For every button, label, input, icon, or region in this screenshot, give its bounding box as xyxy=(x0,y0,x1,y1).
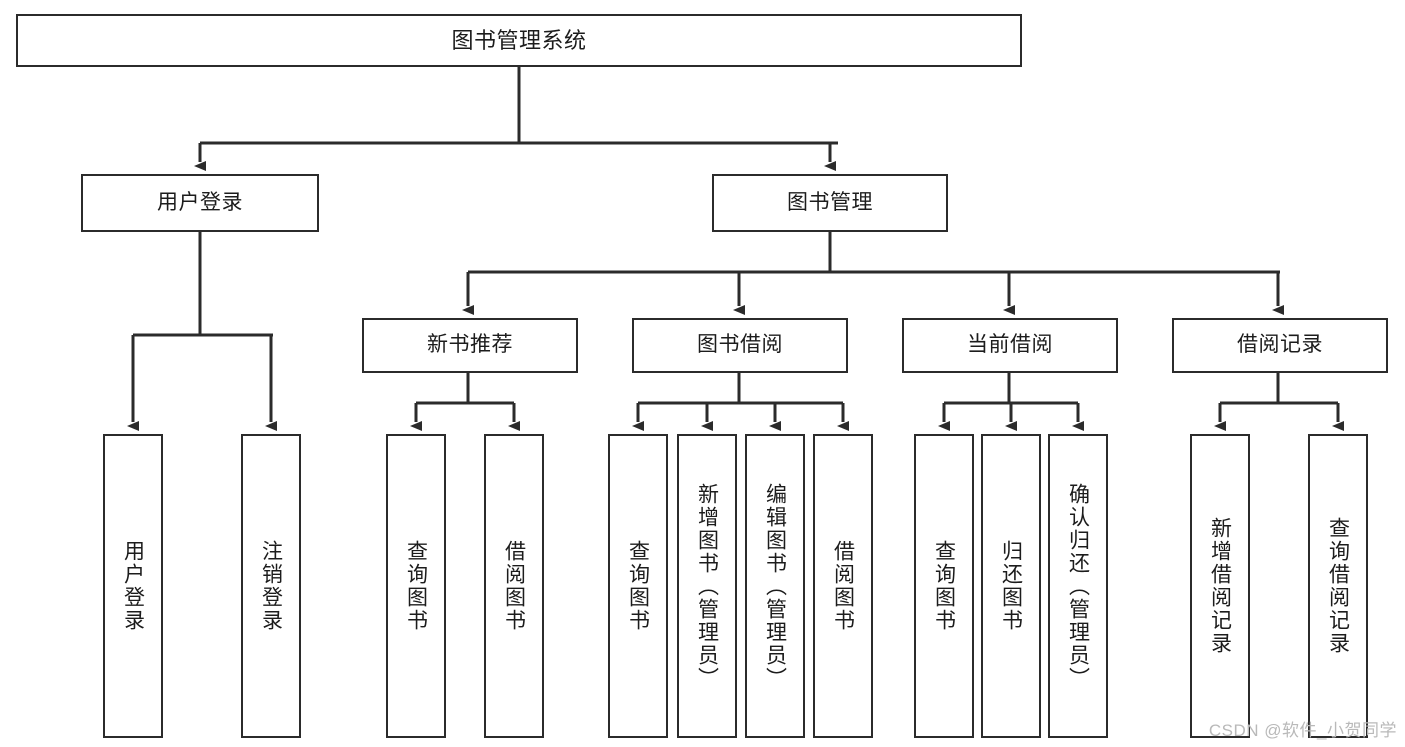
node-leaf-query-book-3[interactable]: 查询图书 xyxy=(914,434,974,738)
node-root-label: 图书管理系统 xyxy=(451,27,587,53)
node-leaf-add-book[interactable]: 新增图书（管理员） xyxy=(677,434,737,738)
node-leaf-edit-book-label: 编辑图书（管理员） xyxy=(763,482,787,690)
node-leaf-add-record-label: 新增借阅记录 xyxy=(1208,517,1232,655)
node-leaf-borrow-book-1[interactable]: 借阅图书 xyxy=(484,434,544,738)
node-user-login-label: 用户登录 xyxy=(157,190,243,214)
node-leaf-borrow-book-2-label: 借阅图书 xyxy=(831,540,855,632)
node-leaf-borrow-book-2[interactable]: 借阅图书 xyxy=(813,434,873,738)
node-leaf-query-book-2[interactable]: 查询图书 xyxy=(608,434,668,738)
node-leaf-borrow-book-1-label: 借阅图书 xyxy=(502,540,526,632)
node-root[interactable]: 图书管理系统 xyxy=(16,14,1022,67)
node-leaf-return-book-label: 归还图书 xyxy=(999,540,1023,632)
node-user-login[interactable]: 用户登录 xyxy=(81,174,319,232)
node-leaf-edit-book[interactable]: 编辑图书（管理员） xyxy=(745,434,805,738)
node-current-borrow[interactable]: 当前借阅 xyxy=(902,318,1118,373)
node-book-manage[interactable]: 图书管理 xyxy=(712,174,948,232)
node-leaf-add-book-label: 新增图书（管理员） xyxy=(695,482,719,690)
node-leaf-query-book-1[interactable]: 查询图书 xyxy=(386,434,446,738)
node-leaf-logout-login-label: 注销登录 xyxy=(259,540,283,632)
node-book-manage-label: 图书管理 xyxy=(787,190,873,214)
node-new-book-recommend-label: 新书推荐 xyxy=(427,333,513,357)
node-leaf-confirm-return-label: 确认归还（管理员） xyxy=(1066,482,1090,690)
node-current-borrow-label: 当前借阅 xyxy=(967,333,1053,357)
node-borrow-record-label: 借阅记录 xyxy=(1237,333,1323,357)
node-leaf-confirm-return[interactable]: 确认归还（管理员） xyxy=(1048,434,1108,738)
node-leaf-query-book-1-label: 查询图书 xyxy=(404,540,428,632)
node-leaf-return-book[interactable]: 归还图书 xyxy=(981,434,1041,738)
node-borrow-record[interactable]: 借阅记录 xyxy=(1172,318,1388,373)
node-leaf-user-login[interactable]: 用户登录 xyxy=(103,434,163,738)
node-book-borrow[interactable]: 图书借阅 xyxy=(632,318,848,373)
node-new-book-recommend[interactable]: 新书推荐 xyxy=(362,318,578,373)
node-leaf-query-book-3-label: 查询图书 xyxy=(932,540,956,632)
node-book-borrow-label: 图书借阅 xyxy=(697,333,783,357)
node-leaf-query-record-label: 查询借阅记录 xyxy=(1326,517,1350,655)
node-leaf-query-record[interactable]: 查询借阅记录 xyxy=(1308,434,1368,738)
node-leaf-add-record[interactable]: 新增借阅记录 xyxy=(1190,434,1250,738)
node-leaf-logout-login[interactable]: 注销登录 xyxy=(241,434,301,738)
node-leaf-query-book-2-label: 查询图书 xyxy=(626,540,650,632)
node-leaf-user-login-label: 用户登录 xyxy=(121,540,145,632)
csdn-watermark: CSDN @软件_小贺同学 xyxy=(1208,721,1397,740)
